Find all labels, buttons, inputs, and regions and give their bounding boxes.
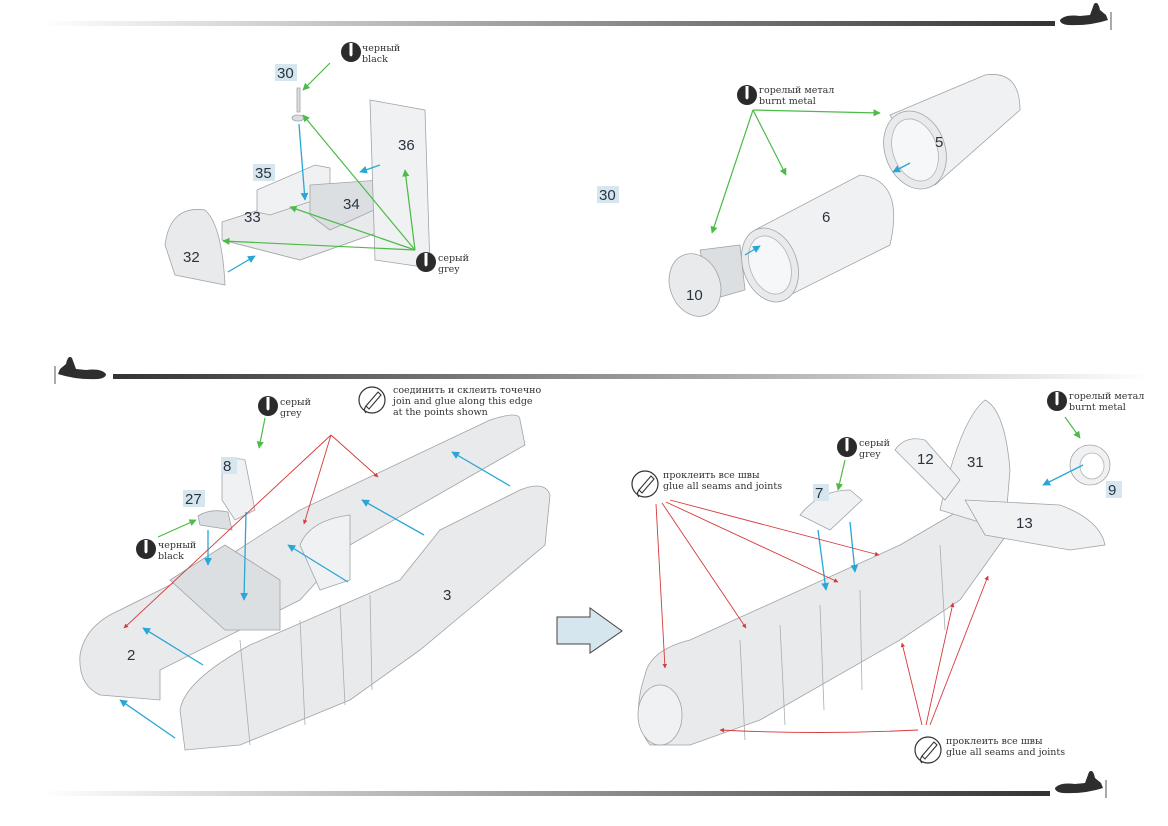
bottom-divider xyxy=(40,791,1050,796)
glue-note-top-en: glue all seams and joints xyxy=(663,481,782,492)
top-divider xyxy=(40,21,1055,26)
step-fuselage-halves: 8 27 2 3 серый grey черный black соедини… xyxy=(79,385,551,751)
paint-burnt-en: burnt metal xyxy=(1069,402,1126,413)
svg-text:8: 8 xyxy=(223,458,231,475)
part-label-36: 36 xyxy=(398,137,415,154)
svg-text:30: 30 xyxy=(599,187,616,204)
part-label-6: 6 xyxy=(822,209,830,226)
svg-text:7: 7 xyxy=(815,485,823,502)
glue-note-ru: соединить и склеить точечно xyxy=(393,385,541,396)
paint-grey-en: grey xyxy=(280,408,302,419)
glue-tube-icon xyxy=(914,736,942,764)
paint-drop-icon xyxy=(258,396,278,416)
part-label-2: 2 xyxy=(127,647,135,664)
glue-note-bottom-en: glue all seams and joints xyxy=(946,747,1065,758)
glue-note-top-ru: проклеить все швы xyxy=(663,470,760,481)
glue-tube-icon xyxy=(358,386,386,414)
part-label-8: 8 xyxy=(221,457,237,475)
part-label-27: 27 xyxy=(183,490,205,508)
part-label-33: 33 xyxy=(244,209,261,226)
step-final-assembly: 7 12 31 13 9 серый grey горелый метал bu… xyxy=(631,391,1144,764)
paint-drop-icon xyxy=(341,42,361,62)
glue-tube-icon xyxy=(631,470,659,498)
part-label-13: 13 xyxy=(1016,515,1033,532)
part-label-34: 34 xyxy=(343,196,360,213)
svg-text:9: 9 xyxy=(1108,482,1116,499)
paint-grey-ru: серый xyxy=(859,438,890,449)
next-step-arrow-icon xyxy=(556,607,623,654)
part-label-31: 31 xyxy=(967,454,984,471)
middle-divider xyxy=(113,374,1153,379)
glue-note-en2: at the points shown xyxy=(393,407,488,418)
step-cockpit-assembly: 30 35 36 33 34 32 черный black серый gre… xyxy=(164,42,469,286)
paint-grey-en: grey xyxy=(859,449,881,460)
part-label-10: 10 xyxy=(686,287,703,304)
plane-silhouette-icon xyxy=(1055,770,1107,798)
paint-drop-icon xyxy=(737,85,757,105)
part-label-5: 5 xyxy=(935,134,943,151)
step-exhaust-assembly: 5 6 10 горелый метал burnt metal xyxy=(668,74,1021,317)
paint-burnt-ru: горелый метал xyxy=(759,85,834,96)
paint-grey-ru: серый xyxy=(438,253,469,264)
paint-burnt-ru: горелый метал xyxy=(1069,391,1144,402)
part-label-35: 35 xyxy=(253,164,275,182)
paint-burnt-en: burnt metal xyxy=(759,96,816,107)
plane-silhouette-icon xyxy=(1060,2,1112,30)
plane-silhouette-icon xyxy=(54,356,106,384)
paint-drop-icon xyxy=(136,539,156,559)
part-label-32: 32 xyxy=(183,249,200,266)
part-label-30-loose: 30 xyxy=(597,186,619,204)
paint-black-ru: черный xyxy=(158,540,196,551)
glue-note-en1: join and glue along this edge xyxy=(392,396,533,407)
part-label-30: 30 xyxy=(275,64,297,82)
part-label-3: 3 xyxy=(443,587,451,604)
part-label-7: 7 xyxy=(813,484,829,502)
paint-black-en: black xyxy=(158,551,184,562)
svg-text:30: 30 xyxy=(277,65,294,82)
paint-black-ru: черный xyxy=(362,43,400,54)
paint-drop-icon xyxy=(837,437,857,457)
paint-drop-icon xyxy=(1047,391,1067,411)
paint-drop-icon xyxy=(416,252,436,272)
svg-text:27: 27 xyxy=(185,491,202,508)
glue-note-bottom-ru: проклеить все швы xyxy=(946,736,1043,747)
paint-black-en: black xyxy=(362,54,388,65)
paint-grey-en: grey xyxy=(438,264,460,275)
part-label-12: 12 xyxy=(917,451,934,468)
part-label-9: 9 xyxy=(1106,481,1122,499)
paint-grey-ru: серый xyxy=(280,397,311,408)
svg-text:35: 35 xyxy=(255,165,272,182)
